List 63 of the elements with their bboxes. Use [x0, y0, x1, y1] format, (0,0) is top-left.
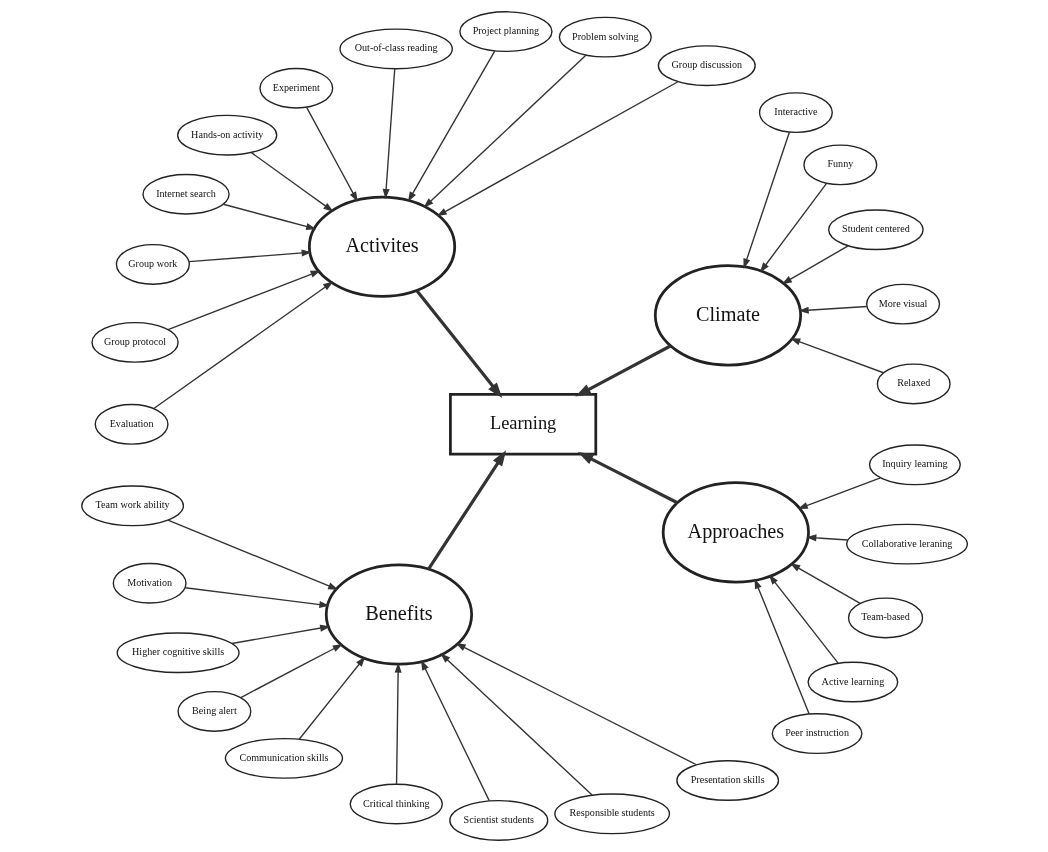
arrow — [574, 344, 671, 397]
arrow — [415, 289, 502, 399]
node-ellipse: Group discussion — [657, 45, 756, 87]
node-ellipse: Problem solving — [558, 16, 652, 58]
node-ellipse: Responsible students — [553, 793, 670, 835]
node-ellipse: Collaborative leraning — [845, 523, 968, 565]
arrow — [577, 452, 678, 505]
arrow — [166, 519, 338, 590]
arrow — [420, 660, 490, 802]
arrow — [436, 81, 679, 217]
arrow — [152, 281, 333, 410]
arrow — [439, 653, 593, 796]
arrow — [183, 587, 329, 609]
node-ellipse: Team work ability — [80, 485, 184, 527]
node-ellipse: Group work — [115, 243, 190, 285]
arrow — [187, 249, 312, 263]
node-ellipse: More visual — [865, 283, 940, 325]
node-ellipse: Scientist students — [448, 799, 548, 841]
arrow — [798, 305, 867, 314]
node-ellipse: Funny — [802, 144, 877, 186]
node-ellipse: Active learning — [806, 661, 898, 703]
arrow — [789, 563, 861, 605]
arrow — [742, 131, 790, 269]
arrow — [298, 656, 365, 740]
arrow — [789, 338, 884, 374]
node-box: Learning — [448, 393, 597, 456]
node-ellipse: Experiment — [258, 67, 333, 109]
arrow — [305, 106, 358, 202]
arrow — [797, 477, 881, 510]
node-ellipse: Internet search — [141, 173, 230, 215]
node-ellipse: Communication skills — [224, 737, 343, 779]
arrow — [805, 534, 849, 542]
node-ellipse: Student centered — [827, 209, 924, 251]
arrow — [222, 203, 316, 230]
node-ellipse: Team-based — [847, 597, 923, 639]
arrow — [423, 54, 587, 208]
arrow — [759, 182, 827, 273]
node-ellipse: Out-of-class reading — [338, 28, 453, 70]
arrow — [239, 643, 343, 699]
arrow — [781, 245, 849, 285]
node-ellipse: Peer instruction — [771, 713, 863, 755]
node-ellipse: Being alert — [176, 690, 251, 732]
arrow — [230, 624, 330, 645]
arrow — [382, 68, 395, 200]
arrow — [768, 574, 839, 664]
arrow — [455, 643, 697, 766]
arrow — [166, 270, 321, 331]
arrow — [754, 578, 810, 715]
arrow — [407, 50, 495, 202]
arrow — [250, 151, 333, 212]
arrow — [426, 450, 506, 570]
node-ellipse: Evaluation — [94, 403, 169, 445]
arrow — [394, 662, 402, 785]
node-ellipse: Critical thinking — [349, 783, 443, 825]
node-ellipse: Presentation skills — [675, 760, 779, 801]
node-ellipse: Group protocol — [90, 321, 179, 363]
node-ellipse: Hands-on activity — [176, 114, 277, 156]
node-ellipse: Higher cognitive skills — [116, 632, 240, 674]
node-ellipse: Relaxed — [876, 363, 951, 405]
node-ellipse: Project planning — [458, 11, 553, 53]
node-ellipse: Inquiry learning — [868, 444, 961, 486]
node-ellipse: Interactive — [758, 92, 833, 134]
node-ellipse: Motivation — [112, 562, 187, 604]
